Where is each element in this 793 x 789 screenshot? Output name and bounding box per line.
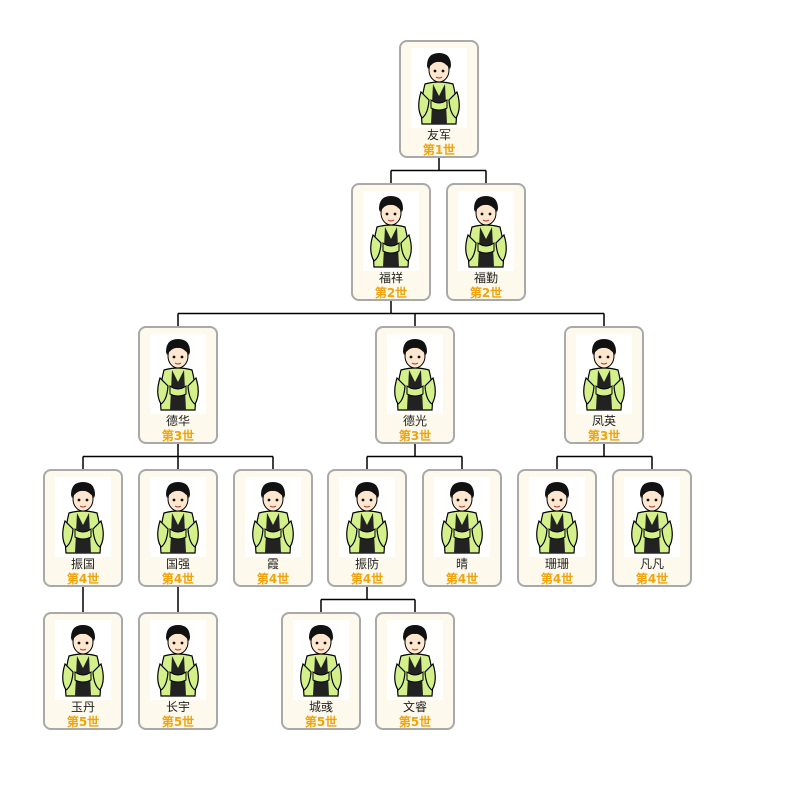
scholar-avatar-icon <box>150 334 206 414</box>
member-card-13[interactable]: 凡凡 第4世 <box>612 469 692 587</box>
member-name: 晴 <box>455 557 468 571</box>
member-name: 振国 <box>70 557 95 571</box>
member-card-10[interactable]: 振防 第4世 <box>327 469 407 587</box>
member-name: 珊珊 <box>544 557 569 571</box>
scholar-avatar-icon <box>363 191 419 271</box>
member-name: 城彧 <box>308 700 333 714</box>
member-generation: 第4世 <box>635 572 669 586</box>
member-generation: 第4世 <box>256 572 290 586</box>
member-name: 德光 <box>402 414 427 428</box>
member-card-6[interactable]: 凤英 第3世 <box>564 326 644 444</box>
member-card-12[interactable]: 珊珊 第4世 <box>517 469 597 587</box>
member-generation: 第4世 <box>540 572 574 586</box>
scholar-avatar-icon <box>293 620 349 700</box>
scholar-avatar-icon <box>150 477 206 557</box>
member-card-14[interactable]: 玉丹 第5世 <box>43 612 123 730</box>
member-card-7[interactable]: 振国 第4世 <box>43 469 123 587</box>
member-card-1[interactable]: 友军 第1世 <box>399 40 479 158</box>
member-generation: 第3世 <box>161 429 195 443</box>
scholar-avatar-icon <box>529 477 585 557</box>
scholar-avatar-icon <box>624 477 680 557</box>
member-name: 振防 <box>354 557 379 571</box>
member-generation: 第2世 <box>469 286 503 300</box>
member-generation: 第4世 <box>66 572 100 586</box>
scholar-avatar-icon <box>245 477 301 557</box>
member-card-17[interactable]: 文睿 第5世 <box>375 612 455 730</box>
member-generation: 第2世 <box>374 286 408 300</box>
member-card-4[interactable]: 德华 第3世 <box>138 326 218 444</box>
member-generation: 第5世 <box>398 715 432 729</box>
member-name: 文睿 <box>402 700 427 714</box>
member-name: 友军 <box>426 128 451 142</box>
scholar-avatar-icon <box>458 191 514 271</box>
member-name: 福勤 <box>473 271 498 285</box>
member-generation: 第4世 <box>350 572 384 586</box>
scholar-avatar-icon <box>387 334 443 414</box>
member-card-3[interactable]: 福勤 第2世 <box>446 183 526 301</box>
member-generation: 第5世 <box>161 715 195 729</box>
scholar-avatar-icon <box>576 334 632 414</box>
member-name: 凡凡 <box>639 557 664 571</box>
member-card-15[interactable]: 长宇 第5世 <box>138 612 218 730</box>
scholar-avatar-icon <box>411 48 467 128</box>
member-name: 福祥 <box>378 271 403 285</box>
member-card-5[interactable]: 德光 第3世 <box>375 326 455 444</box>
scholar-avatar-icon <box>339 477 395 557</box>
member-name: 凤英 <box>591 414 616 428</box>
member-card-2[interactable]: 福祥 第2世 <box>351 183 431 301</box>
member-card-16[interactable]: 城彧 第5世 <box>281 612 361 730</box>
scholar-avatar-icon <box>434 477 490 557</box>
member-name: 国强 <box>165 557 190 571</box>
member-card-11[interactable]: 晴 第4世 <box>422 469 502 587</box>
member-generation: 第5世 <box>304 715 338 729</box>
scholar-avatar-icon <box>55 477 111 557</box>
member-generation: 第4世 <box>161 572 195 586</box>
member-card-8[interactable]: 国强 第4世 <box>138 469 218 587</box>
scholar-avatar-icon <box>150 620 206 700</box>
member-generation: 第3世 <box>398 429 432 443</box>
member-name: 长宇 <box>165 700 190 714</box>
scholar-avatar-icon <box>387 620 443 700</box>
member-name: 玉丹 <box>70 700 95 714</box>
member-generation: 第4世 <box>445 572 479 586</box>
member-card-9[interactable]: 霞 第4世 <box>233 469 313 587</box>
member-generation: 第1世 <box>422 143 456 157</box>
member-generation: 第5世 <box>66 715 100 729</box>
scholar-avatar-icon <box>55 620 111 700</box>
member-name: 德华 <box>165 414 190 428</box>
member-generation: 第3世 <box>587 429 621 443</box>
member-name: 霞 <box>266 557 279 571</box>
